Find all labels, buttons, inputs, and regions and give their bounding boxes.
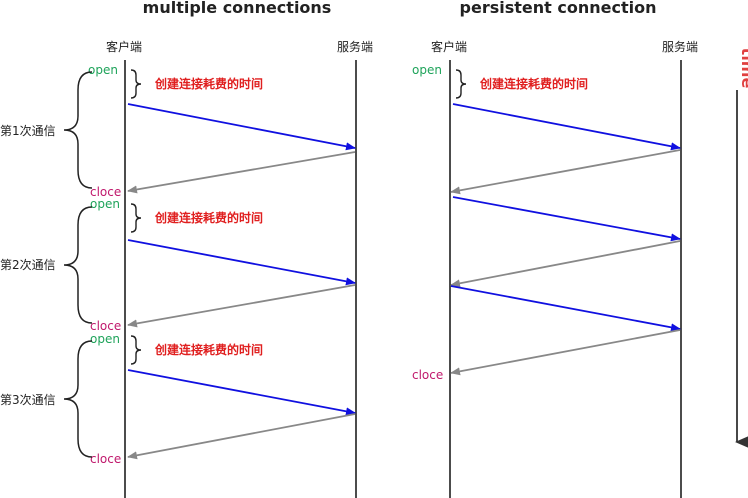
- right-response-arrow-3: [450, 329, 681, 376]
- right-server-label: 服务端: [662, 39, 698, 54]
- left-open-label-2: open: [90, 197, 120, 211]
- right-title: persistent connection: [460, 0, 657, 17]
- left-round-brace-3: [63, 340, 93, 458]
- left-cost-brace-2: [130, 203, 142, 233]
- left-round-label-2: 第2次通信: [0, 258, 56, 272]
- left-response-arrow-3: [127, 413, 356, 460]
- left-cost-brace-1: [130, 69, 142, 99]
- left-cost-label-1: 创建连接耗费的时间: [154, 76, 263, 91]
- left-cost-label-2: 创建连接耗费的时间: [154, 210, 263, 225]
- left-round-label-3: 第3次通信: [0, 393, 56, 407]
- left-server-label: 服务端: [337, 39, 373, 54]
- left-open-label-3: open: [90, 332, 120, 346]
- left-request-arrow-2: [127, 239, 356, 286]
- right-open-label: open: [412, 63, 442, 77]
- right-request-arrow-2: [452, 196, 681, 242]
- left-request-arrow-3: [127, 369, 356, 416]
- left-response-arrow-1: [127, 151, 356, 194]
- left-client-label: 客户端: [106, 39, 142, 54]
- left-response-arrow-2: [127, 284, 356, 328]
- left-close-label-2: cloce: [90, 319, 121, 333]
- time-label: time: [738, 48, 748, 89]
- left-close-label-1: cloce: [90, 185, 121, 199]
- left-round-label-1: 第1次通信: [0, 124, 56, 138]
- left-round-brace-2: [63, 206, 93, 324]
- right-cost-label: 创建连接耗费的时间: [479, 76, 588, 91]
- left-cost-brace-3: [130, 335, 142, 365]
- right-response-arrow-1: [450, 149, 681, 195]
- right-close-label: cloce: [412, 368, 443, 382]
- left-close-label-3: cloce: [90, 452, 121, 466]
- left-round-brace-1: [63, 71, 93, 189]
- left-open-label-1: open: [88, 63, 118, 77]
- right-request-arrow-3: [450, 285, 681, 332]
- left-cost-label-3: 创建连接耗费的时间: [154, 342, 263, 357]
- left-request-arrow-1: [127, 103, 356, 151]
- right-client-label: 客户端: [431, 39, 467, 54]
- right-cost-brace: [455, 69, 467, 99]
- left-title: multiple connections: [143, 0, 332, 17]
- right-request-arrow-1: [452, 103, 681, 151]
- right-response-arrow-2: [450, 240, 681, 288]
